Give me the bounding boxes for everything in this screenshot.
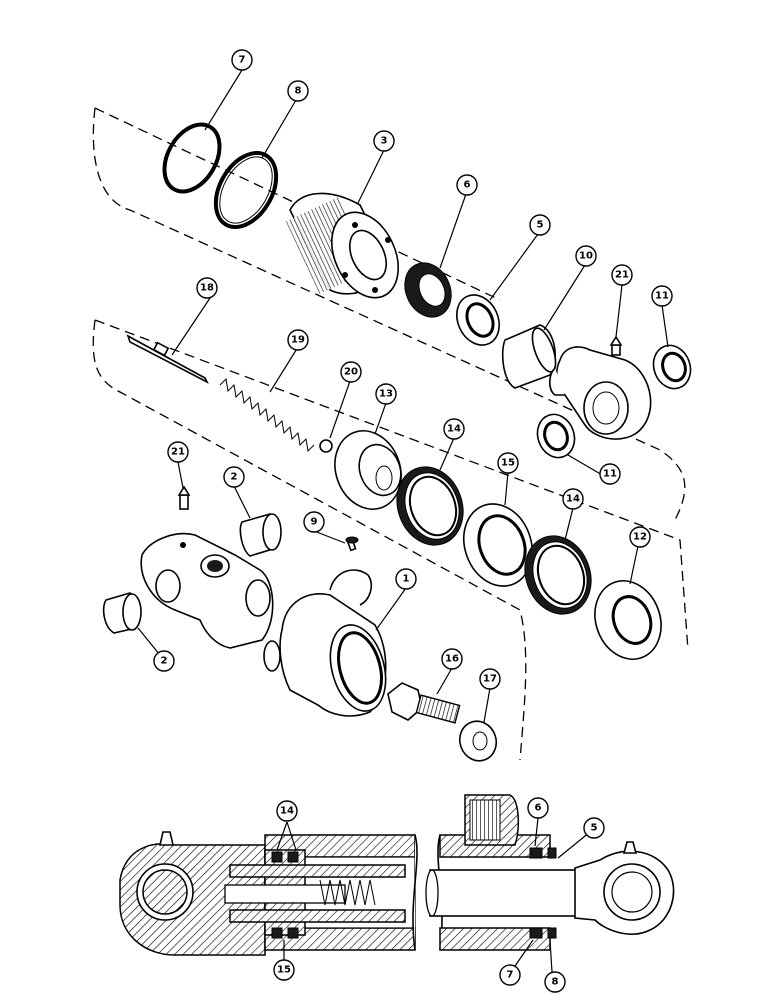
svg-text:1: 1 <box>403 574 410 585</box>
svg-text:2: 2 <box>231 472 238 483</box>
callout-18: 18 <box>196 277 218 299</box>
part-21-grease-fitting-lower <box>177 485 191 510</box>
part-2-bushing-b <box>102 592 142 634</box>
callout-11-upper: 11 <box>651 285 673 307</box>
callout-2-lower: 2 <box>153 650 175 672</box>
part-12-piston-nut <box>594 580 662 660</box>
callout-13: 13 <box>375 383 397 405</box>
part-20-check-ball <box>319 439 333 453</box>
svg-text:20: 20 <box>344 367 358 378</box>
svg-text:6: 6 <box>464 180 471 191</box>
svg-text:21: 21 <box>171 447 185 458</box>
part-6-rod-seal <box>404 262 452 318</box>
part-19-spring <box>219 377 315 453</box>
svg-text:13: 13 <box>379 389 393 400</box>
callout-21-lower: 21 <box>167 441 189 463</box>
callout-19: 19 <box>287 329 309 351</box>
callout-20: 20 <box>340 361 362 383</box>
section-callouts: 14 15 6 5 7 8 <box>273 797 605 993</box>
part-15-piston <box>463 503 533 587</box>
svg-text:11: 11 <box>603 469 617 480</box>
svg-text:9: 9 <box>311 517 318 528</box>
svg-text:8: 8 <box>552 977 559 988</box>
svg-text:15: 15 <box>501 458 515 469</box>
callouts: 7 8 3 6 5 10 21 11 18 19 20 13 14 15 14 … <box>137 49 673 723</box>
callout-15: 15 <box>497 452 519 474</box>
part-3-cylinder-head <box>285 192 399 299</box>
part-9-screw <box>345 536 359 552</box>
assembled-cross-section <box>119 794 675 956</box>
callout-12: 12 <box>629 526 651 548</box>
part-11-bearing-lower <box>536 413 576 459</box>
callout-11-lower: 11 <box>599 463 621 485</box>
section-callout-7: 7 <box>499 964 521 986</box>
base-clevis <box>140 532 274 649</box>
part-13-valve <box>334 430 402 510</box>
part-14-piston-seal-b <box>524 535 592 615</box>
callout-3: 3 <box>373 130 395 152</box>
section-callout-14: 14 <box>276 800 298 822</box>
callout-14-a: 14 <box>443 418 465 440</box>
svg-text:14: 14 <box>447 424 461 435</box>
svg-text:5: 5 <box>537 220 544 231</box>
part-1-cylinder-barrel <box>263 569 387 717</box>
svg-text:14: 14 <box>280 806 294 817</box>
section-callout-15: 15 <box>273 959 295 981</box>
svg-text:10: 10 <box>579 251 593 262</box>
svg-text:7: 7 <box>239 55 246 66</box>
part-8-backup-ring <box>213 151 279 229</box>
svg-text:14: 14 <box>566 494 580 505</box>
part-2-bushing-a <box>239 513 282 557</box>
part-16-bolt <box>387 682 461 724</box>
part-7-o-ring <box>162 122 222 194</box>
rod-eye <box>548 346 652 440</box>
part-18-pin <box>126 334 209 384</box>
svg-text:21: 21 <box>615 270 629 281</box>
section-callout-6: 6 <box>527 797 549 819</box>
svg-text:19: 19 <box>291 335 305 346</box>
callout-1: 1 <box>395 568 417 590</box>
part-17-washer <box>458 720 498 762</box>
svg-text:15: 15 <box>277 965 291 976</box>
section-callout-5: 5 <box>583 817 605 839</box>
callout-16: 16 <box>441 648 463 670</box>
callout-10: 10 <box>575 245 597 267</box>
callout-6: 6 <box>456 174 478 196</box>
callout-14-b: 14 <box>562 488 584 510</box>
callout-5: 5 <box>529 214 551 236</box>
part-14-piston-seal-a <box>396 466 464 546</box>
svg-text:2: 2 <box>161 656 168 667</box>
callout-7: 7 <box>231 49 253 71</box>
part-21-grease-fitting <box>609 335 623 356</box>
callout-8: 8 <box>287 80 309 102</box>
svg-text:11: 11 <box>655 291 669 302</box>
svg-text:12: 12 <box>633 532 647 543</box>
callout-2-upper: 2 <box>223 466 245 488</box>
svg-text:6: 6 <box>535 803 542 814</box>
callout-21-upper: 21 <box>611 264 633 286</box>
svg-text:16: 16 <box>445 654 459 665</box>
part-11-bearing-upper <box>652 344 692 390</box>
part-5-wiper-seal <box>456 294 500 346</box>
callout-17: 17 <box>479 668 501 690</box>
svg-text:3: 3 <box>381 136 388 147</box>
svg-text:18: 18 <box>200 283 214 294</box>
svg-text:5: 5 <box>591 823 598 834</box>
svg-text:8: 8 <box>295 86 302 97</box>
callout-9: 9 <box>303 511 325 533</box>
svg-text:7: 7 <box>507 970 514 981</box>
section-callout-8: 8 <box>544 971 566 993</box>
svg-text:17: 17 <box>483 674 497 685</box>
